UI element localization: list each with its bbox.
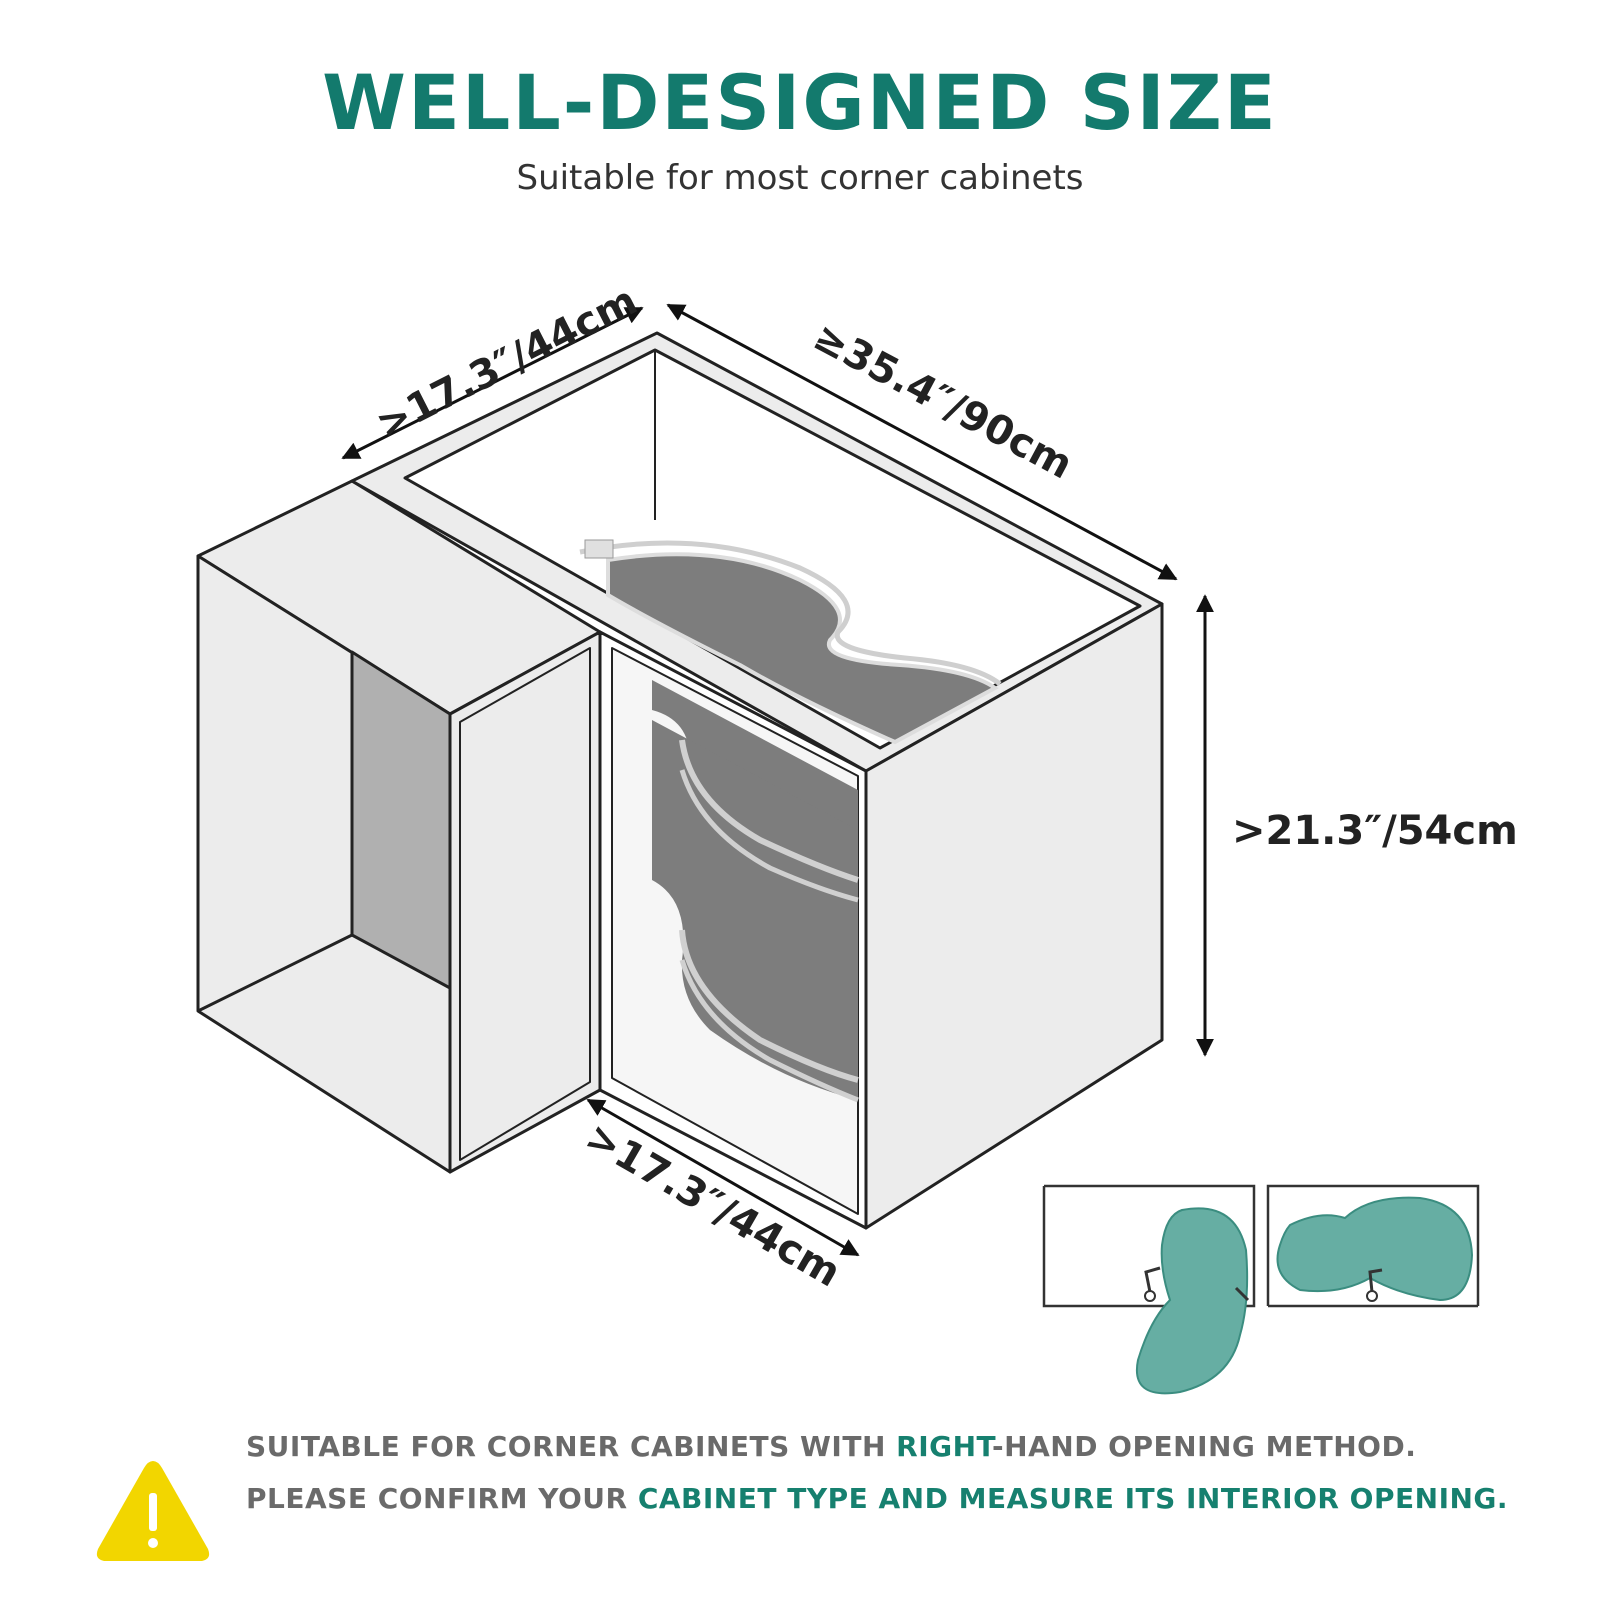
notice-line-1: SUITABLE FOR CORNER CABINETS WITH RIGHT-… bbox=[246, 1430, 1416, 1463]
notice-line-2: PLEASE CONFIRM YOUR CABINET TYPE AND MEA… bbox=[246, 1482, 1508, 1515]
notice-line-2-highlight: CABINET TYPE AND MEASURE ITS INTERIOR OP… bbox=[637, 1482, 1509, 1515]
arrow-icon bbox=[586, 1098, 860, 1257]
warning-icon bbox=[96, 1461, 210, 1561]
page-title: WELL-DESIGNED SIZE bbox=[322, 58, 1278, 147]
dimension-arrows bbox=[341, 303, 1214, 1257]
dim-label-right-height: >21.3″/54cm bbox=[1232, 808, 1518, 854]
notice-line-1-highlight: RIGHT bbox=[896, 1430, 993, 1463]
notice-line-2-text: PLEASE CONFIRM YOUR bbox=[246, 1482, 638, 1515]
side-shelves bbox=[652, 680, 859, 1103]
page-subtitle: Suitable for most corner cabinets bbox=[516, 158, 1084, 198]
left-wing bbox=[196, 479, 602, 1174]
notice-line-1-tail: -HAND OPENING METHOD. bbox=[992, 1430, 1417, 1463]
notice-line-1-text: SUITABLE FOR CORNER CABINETS WITH bbox=[246, 1430, 897, 1463]
arrow-icon bbox=[341, 306, 644, 460]
opening-diagram-right bbox=[1266, 1184, 1480, 1308]
arrow-icon bbox=[666, 303, 1178, 581]
opening-diagram-left bbox=[1042, 1184, 1256, 1395]
